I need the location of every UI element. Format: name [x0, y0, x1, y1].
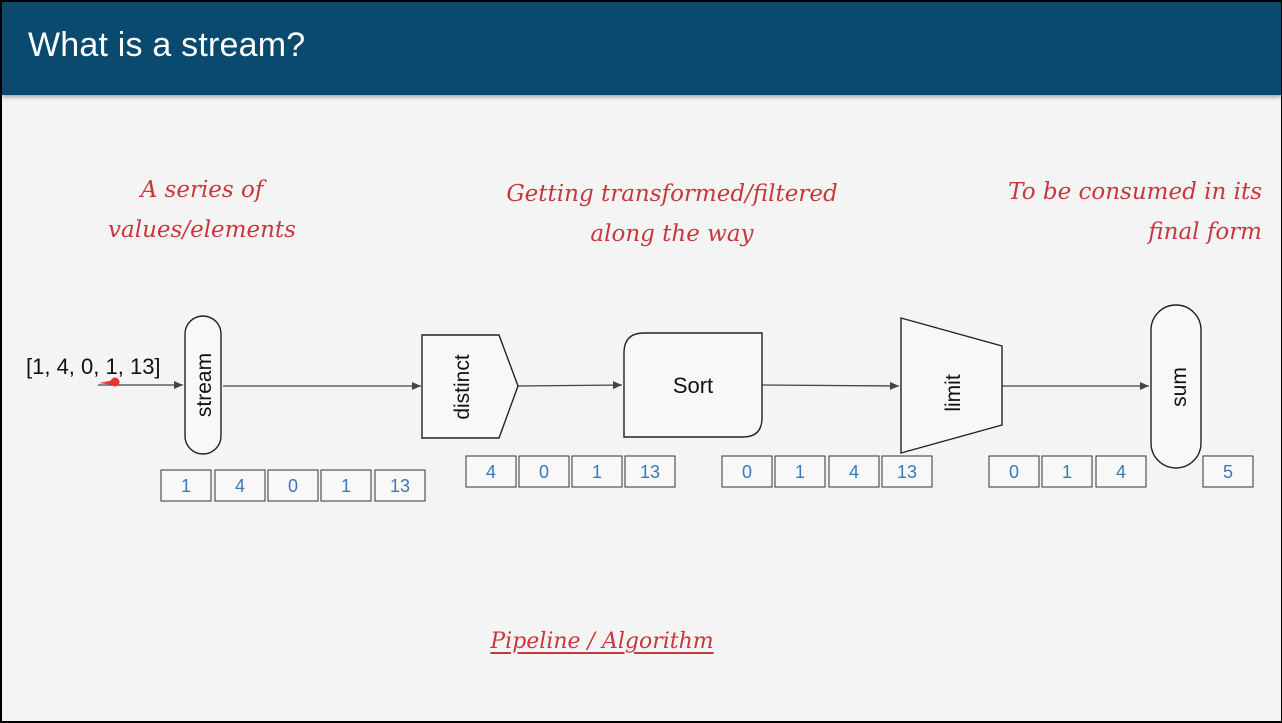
- value-cell: [374, 469, 426, 502]
- value-cell: [1095, 455, 1147, 488]
- sort-stage-shape: [623, 332, 763, 438]
- value-cell-text: 4: [1116, 462, 1126, 482]
- value-cell: [1041, 455, 1093, 488]
- result-cell-text: 5: [1223, 462, 1233, 482]
- distinct-stage-shape: [421, 334, 519, 439]
- value-cell: [320, 469, 372, 502]
- value-cell: [267, 469, 319, 502]
- value-cell: [828, 455, 880, 488]
- result-cell: [1202, 455, 1254, 488]
- value-cell: [624, 455, 676, 488]
- values-after-sort: 0 1 4 13: [721, 455, 933, 488]
- value-cell: [518, 455, 570, 488]
- stream-stage-label: stream: [193, 353, 216, 417]
- input-array-label: [1, 4, 0, 1, 13]: [26, 354, 161, 379]
- value-cell: [465, 455, 517, 488]
- value-cell-text: 13: [897, 462, 917, 482]
- result-value: 5: [1202, 455, 1254, 488]
- sort-stage-label: Sort: [673, 373, 713, 398]
- value-cell-text: 4: [235, 476, 245, 496]
- annotation-consume-line1: To be consumed in its: [1008, 179, 1262, 205]
- value-cell-text: 1: [592, 462, 602, 482]
- sum-stage-shape: [1150, 304, 1202, 469]
- value-cell-text: 0: [288, 476, 298, 496]
- value-cell-text: 13: [640, 462, 660, 482]
- annotation-series-line2: values/elements: [108, 217, 296, 243]
- annotation-consume-line2: final form: [1148, 219, 1262, 245]
- value-cell-text: 4: [849, 462, 859, 482]
- values-after-stream: 1 4 0 1 13: [160, 469, 426, 502]
- annotation-transform-line1: Getting transformed/filtered: [506, 181, 838, 207]
- header-bar: What is a stream?: [2, 2, 1281, 95]
- values-after-distinct: 4 0 1 13: [465, 455, 676, 488]
- value-cell: [988, 455, 1040, 488]
- arrow-sort-to-limit: [761, 381, 900, 390]
- value-cell-text: 1: [795, 462, 805, 482]
- annotation-transform: Getting transformed/filtered along the w…: [482, 174, 862, 254]
- value-cell: [571, 455, 623, 488]
- values-after-limit: 0 1 4: [988, 455, 1147, 488]
- value-cell: [160, 469, 212, 502]
- pipeline-caption: Pipeline / Algorithm: [490, 629, 714, 654]
- value-cell-text: 0: [1009, 462, 1019, 482]
- distinct-stage-label: distinct: [451, 354, 474, 420]
- annotation-consume: To be consumed in its final form: [962, 172, 1262, 252]
- limit-stage-label: limit: [942, 374, 965, 411]
- value-cell: [214, 469, 266, 502]
- annotation-series-line1: A series of: [140, 177, 264, 203]
- value-cell-text: 13: [390, 476, 410, 496]
- page-title: What is a stream?: [28, 26, 306, 64]
- value-cell: [721, 455, 773, 488]
- value-cell-text: 1: [181, 476, 191, 496]
- arrow-distinct-to-sort: [517, 381, 623, 390]
- value-cell: [774, 455, 826, 488]
- pointer-mark: [99, 380, 114, 385]
- value-cell-text: 0: [742, 462, 752, 482]
- value-cell-text: 1: [341, 476, 351, 496]
- value-cell-text: 4: [486, 462, 496, 482]
- sum-stage-label: sum: [1168, 367, 1191, 407]
- annotation-series: A series of values/elements: [97, 170, 307, 250]
- value-cell-text: 1: [1062, 462, 1072, 482]
- value-cell-text: 0: [539, 462, 549, 482]
- stream-stage-shape: [184, 315, 222, 455]
- pointer-dot: [110, 377, 120, 387]
- limit-stage-shape: [900, 317, 1003, 454]
- value-cell: [881, 455, 933, 488]
- annotation-transform-line2: along the way: [590, 221, 754, 247]
